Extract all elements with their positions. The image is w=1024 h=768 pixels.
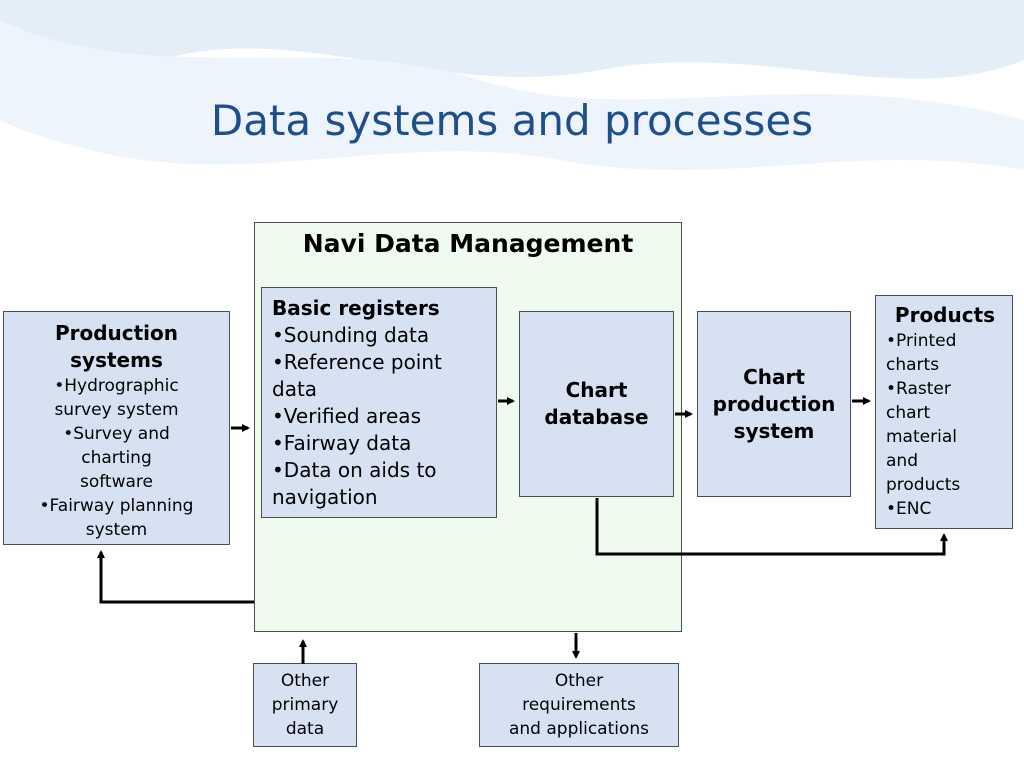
chart-production-label-2: production xyxy=(712,391,836,416)
list-item: data xyxy=(272,377,318,401)
chart-production-label-1: Chart xyxy=(743,364,805,389)
list-item: and xyxy=(886,451,918,471)
basic-registers-heading: Basic registers xyxy=(272,296,440,320)
arrow-container-to-production-systems xyxy=(97,550,254,604)
production-systems-heading-1: Production xyxy=(54,321,179,345)
list-item: charting xyxy=(81,448,152,468)
other-primary-label-2: primary xyxy=(271,695,339,715)
list-item: survey system xyxy=(54,400,179,420)
list-item: •ENC xyxy=(886,499,932,519)
chart-database-label-2: database xyxy=(544,405,649,429)
other-primary-data-box: Other primary data xyxy=(253,663,357,747)
list-item: charts xyxy=(886,355,940,375)
chart-production-label-3: system xyxy=(733,418,815,443)
list-item: •Survey and xyxy=(63,424,170,444)
other-requirements-box: Other requirements and applications xyxy=(479,663,679,747)
chart-database-label-1: Chart xyxy=(565,378,628,402)
list-item: •Reference point xyxy=(272,350,442,374)
background-wave xyxy=(0,0,1024,170)
arrow-database-to-products xyxy=(595,498,948,556)
list-item: •Fairway data xyxy=(272,431,412,455)
list-item: navigation xyxy=(272,485,378,509)
production-systems-box: Production systems •Hydrographic survey … xyxy=(3,311,230,545)
list-item: •Printed xyxy=(886,331,957,351)
other-requirements-label-3: and applications xyxy=(508,719,650,739)
other-requirements-label-2: requirements xyxy=(522,695,636,715)
other-requirements-label-1: Other xyxy=(554,671,604,691)
list-item: software xyxy=(79,472,153,492)
products-heading: Products xyxy=(894,303,996,327)
list-item: •Sounding data xyxy=(272,323,430,347)
list-item: •Data on aids to xyxy=(272,458,437,482)
basic-registers-box: Basic registers •Sounding data •Referenc… xyxy=(261,287,497,518)
page-title: Data systems and processes xyxy=(210,96,814,145)
list-item: •Fairway planning xyxy=(39,496,194,516)
other-primary-label-3: data xyxy=(285,719,325,739)
list-item: •Verified areas xyxy=(272,404,421,428)
chart-database-box: Chart database xyxy=(519,311,674,497)
container-title: Navi Data Management xyxy=(302,229,634,258)
list-item: system xyxy=(85,520,148,540)
other-primary-label-1: Other xyxy=(280,671,330,691)
list-item: •Raster xyxy=(886,379,951,399)
chart-production-system-box: Chart production system xyxy=(697,311,851,497)
list-item: chart xyxy=(886,403,931,423)
list-item: •Hydrographic xyxy=(54,376,179,396)
products-box: Products •Printed charts •Raster chart m… xyxy=(875,295,1013,529)
list-item: material xyxy=(886,427,957,447)
production-systems-heading-2: systems xyxy=(70,348,163,372)
list-item: products xyxy=(886,475,961,495)
